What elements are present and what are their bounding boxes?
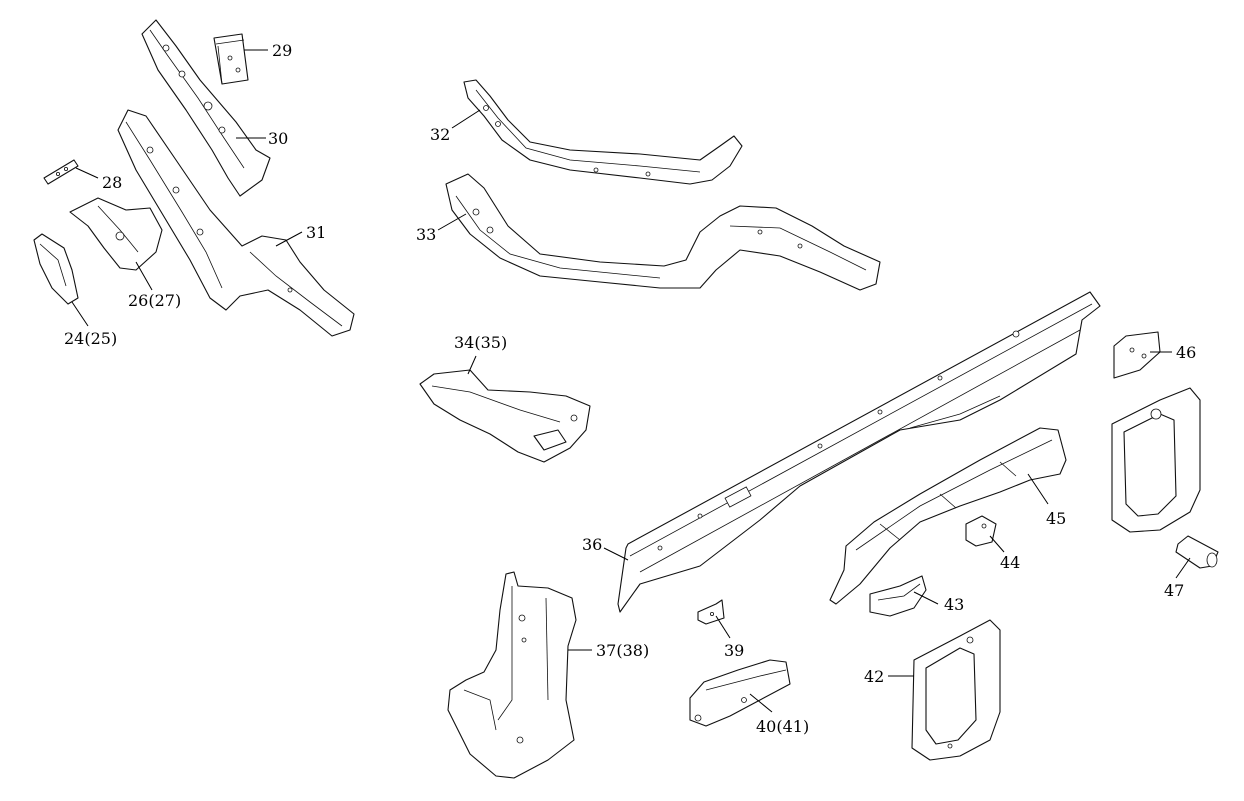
part-36-crossmember xyxy=(617,291,1101,613)
callout-45: 45 xyxy=(1046,509,1066,528)
part-30-upper-rail xyxy=(141,19,271,197)
part-46-plate xyxy=(1113,331,1161,379)
part-37-pillar xyxy=(447,571,577,779)
callout-26: 26(27) xyxy=(128,291,181,310)
leader-33 xyxy=(437,213,467,231)
callout-37: 37(38) xyxy=(596,641,649,660)
callout-28: 28 xyxy=(102,173,122,192)
callout-34: 34(35) xyxy=(454,333,507,352)
callout-labels: 29 30 28 31 26(27) 24(25) 32 33 34(35) 3… xyxy=(64,41,1196,736)
leader-36 xyxy=(603,547,629,561)
callout-46: 46 xyxy=(1176,343,1196,362)
part-32-member xyxy=(463,79,743,185)
callout-43: 43 xyxy=(944,595,964,614)
part-28-plate xyxy=(43,159,79,185)
leader-28 xyxy=(75,167,99,179)
callout-29: 29 xyxy=(272,41,292,60)
callout-36: 36 xyxy=(582,535,602,554)
part-29-bracket xyxy=(213,33,249,85)
part-39-clip xyxy=(697,599,725,625)
part-42-frame xyxy=(911,619,1001,761)
callout-39: 39 xyxy=(724,641,744,660)
part-24-gusset xyxy=(33,233,79,305)
callout-33: 33 xyxy=(416,225,436,244)
leader-24 xyxy=(71,301,89,327)
part-31-side-member xyxy=(117,109,355,337)
callout-42: 42 xyxy=(864,667,884,686)
leader-44 xyxy=(989,535,1005,553)
part-43-bracket xyxy=(869,575,927,617)
leader-32 xyxy=(451,109,481,129)
part-33-rail xyxy=(445,173,881,291)
leader-lines xyxy=(71,49,1191,713)
leader-26 xyxy=(135,261,153,291)
leader-34 xyxy=(467,355,477,375)
leader-47 xyxy=(1175,557,1191,579)
callout-24: 24(25) xyxy=(64,329,117,348)
callout-31: 31 xyxy=(306,223,326,242)
leader-43 xyxy=(913,591,939,605)
part-34-floor-rail xyxy=(419,369,591,463)
part-47-tube xyxy=(1175,535,1219,569)
callout-47: 47 xyxy=(1164,581,1184,600)
callout-44: 44 xyxy=(1000,553,1020,572)
part-44-clip xyxy=(965,515,997,547)
callout-32: 32 xyxy=(430,125,450,144)
callout-40: 40(41) xyxy=(756,717,809,736)
leader-31 xyxy=(275,231,303,247)
rear-frame-panel xyxy=(1111,387,1201,533)
leader-39 xyxy=(715,615,731,639)
leader-45 xyxy=(1027,473,1049,505)
callout-30: 30 xyxy=(268,129,288,148)
part-40-bracket xyxy=(689,659,791,727)
part-45-member xyxy=(829,427,1067,605)
part-26-bracket xyxy=(69,197,163,271)
leader-40 xyxy=(749,693,773,713)
